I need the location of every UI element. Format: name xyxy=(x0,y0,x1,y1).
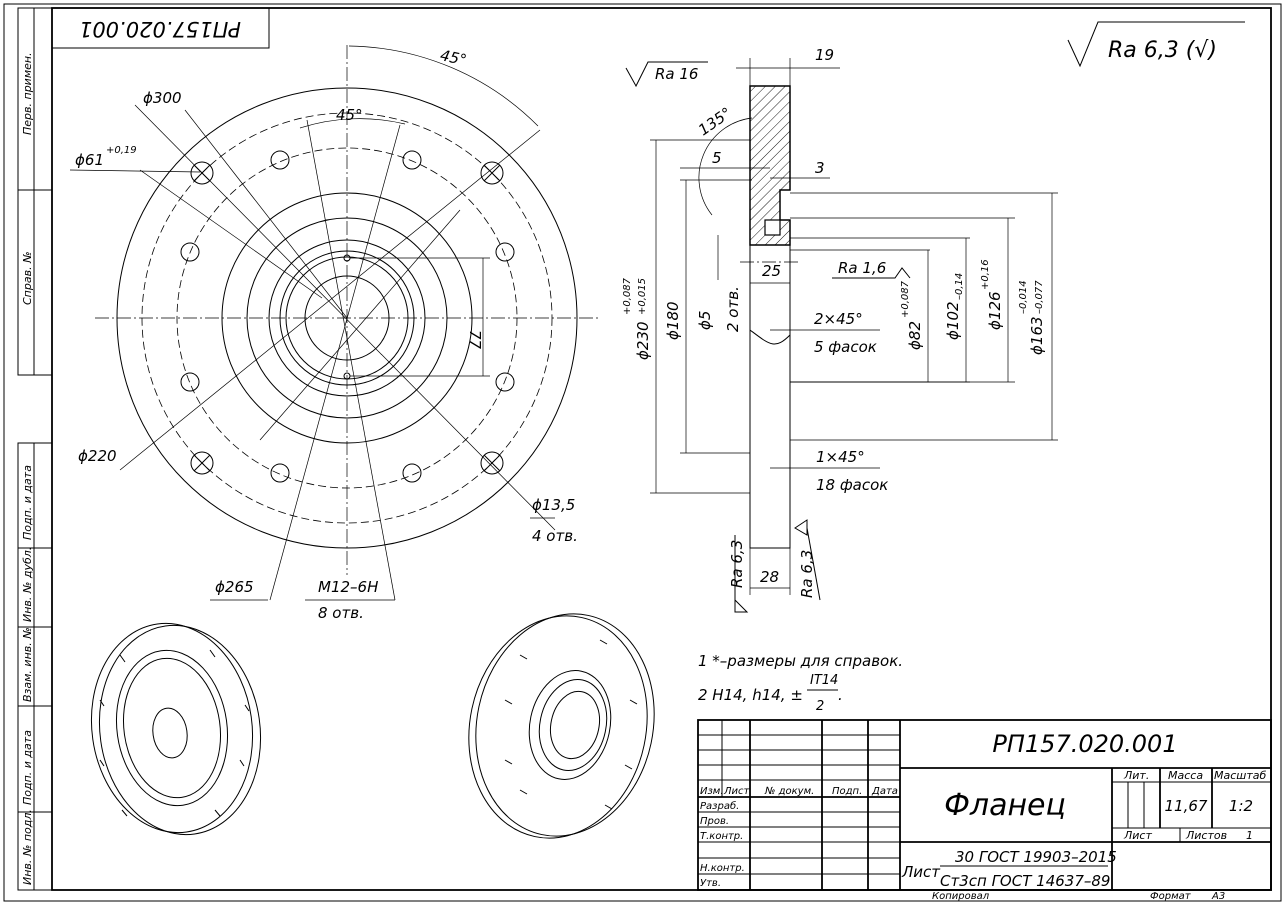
front-view xyxy=(69,45,600,601)
label-d230: ϕ230 xyxy=(634,321,652,360)
note-1: 1 *–размеры для справок. xyxy=(698,652,903,670)
label-d3: 3 xyxy=(815,159,825,177)
side-labels: Перв. примен. Справ. № Подп. и дата Инв.… xyxy=(21,52,34,885)
roughness-general-text: Ra 6,3 (√) xyxy=(1108,38,1217,63)
designation: РП157.020.001 xyxy=(992,730,1177,758)
side-label-vzam: Взам. инв. № xyxy=(21,627,34,702)
sheet-label: Лист xyxy=(1123,829,1152,842)
label-d163-tol-lo: –0,077 xyxy=(1034,280,1045,314)
front-view-labels: 45° 45° ϕ300 ϕ61 +0,19 ϕ220 ϕ265 ϕ13,5 4… xyxy=(75,46,578,622)
label-d163: ϕ163 xyxy=(1028,316,1046,355)
scale-label: Масштаб xyxy=(1214,769,1266,782)
material-top: 30 ГОСТ 19903–2015 xyxy=(955,848,1117,866)
iso-view-left xyxy=(90,622,262,836)
label-d-bolt-circle: ϕ220 xyxy=(78,447,117,465)
copied-label: Копировал xyxy=(932,891,990,902)
label-d126: ϕ126 xyxy=(986,291,1004,330)
label-w19: 19 xyxy=(815,46,834,64)
label-ch2x45: 2×45° xyxy=(814,310,863,328)
col-doc: № докум. xyxy=(764,786,814,797)
sheets-value: 1 xyxy=(1246,829,1253,842)
label-ra16: Ra 1,6 xyxy=(838,259,886,277)
notes: 1 *–размеры для справок. 2 H14, h14, ± I… xyxy=(698,652,903,714)
mass-label: Масса xyxy=(1168,769,1203,782)
label-d230-tol-lo: +0,015 xyxy=(637,278,648,315)
note-2-suffix: . xyxy=(838,686,843,704)
part-name: Фланец xyxy=(944,788,1066,823)
side-label-sprav: Справ. № xyxy=(21,251,34,305)
label-ch5: 5 фасок xyxy=(814,338,877,356)
lit-label: Лит. xyxy=(1123,769,1149,782)
iso-view-right xyxy=(468,613,655,839)
scale-value: 1:2 xyxy=(1229,797,1253,815)
row-razrab: Разраб. xyxy=(700,800,739,812)
stamp-top: РП157.020.001 xyxy=(51,7,270,49)
label-d180: ϕ180 xyxy=(664,301,682,340)
section-labels: Ra 16 19 135° 5 3 ϕ230 +0,087 +0,015 ϕ18… xyxy=(622,46,1046,598)
side-label-podp2: Подп. и дата xyxy=(21,730,34,805)
row-prov: Пров. xyxy=(700,816,729,827)
note-2-prefix: 2 H14, h14, ± xyxy=(698,686,803,704)
label-d-bore: ϕ61 xyxy=(75,151,104,169)
label-d5-hole: ϕ5 xyxy=(696,311,714,330)
format-value: А3 xyxy=(1211,891,1225,902)
title-block xyxy=(697,719,1272,891)
col-list: Лист xyxy=(723,786,751,797)
section-view xyxy=(625,58,1058,613)
label-angle135: 135° xyxy=(695,104,735,139)
col-izm: Изм. xyxy=(700,786,724,797)
label-angle-outer: 45° xyxy=(439,46,469,69)
label-d-outer: ϕ300 xyxy=(143,89,182,107)
mass-value: 11,67 xyxy=(1165,797,1208,815)
label-angle-inner: 45° xyxy=(336,106,363,124)
row-utv: Утв. xyxy=(700,878,721,889)
side-label-perv: Перв. примен. xyxy=(21,52,34,135)
note-2-den: 2 xyxy=(816,699,824,714)
side-label-dubl: Инв. № дубл. xyxy=(21,547,34,622)
format-label: Формат xyxy=(1150,891,1192,902)
stamp-top-text: РП157.020.001 xyxy=(79,17,241,41)
row-tkontr: Т.контр. xyxy=(700,831,743,842)
label-holes2: 2 отв. xyxy=(724,286,742,332)
label-d82: ϕ82 xyxy=(906,321,924,350)
label-d5: 5 xyxy=(712,149,722,167)
label-d230-tol-up: +0,087 xyxy=(622,277,633,315)
label-thread-count: 8 отв. xyxy=(318,604,364,622)
material-prefix: Лист xyxy=(901,863,941,881)
note-2-num: IT14 xyxy=(810,673,838,688)
col-date: Дата xyxy=(871,786,898,797)
sheets-label: Листов xyxy=(1185,829,1227,842)
label-d102-tol: –0,14 xyxy=(954,273,965,300)
label-d-hole-circle: ϕ265 xyxy=(215,578,254,596)
label-d163-tol-up: –0,014 xyxy=(1018,280,1029,314)
col-sign: Подп. xyxy=(832,786,862,797)
label-ra63-left: Ra 6,3 xyxy=(728,540,746,588)
label-thread: М12–6Н xyxy=(318,578,378,596)
side-label-podp1: Подп. и дата xyxy=(21,465,34,540)
label-d126-tol: +0,16 xyxy=(980,259,991,290)
roughness-general: Ra 6,3 (√) xyxy=(1067,21,1245,68)
label-holes-d: ϕ13,5 xyxy=(532,496,575,514)
label-w28: 28 xyxy=(760,568,779,586)
material-bottom: Ст3сп ГОСТ 14637–89 xyxy=(940,872,1110,890)
drawing-frame xyxy=(3,3,1282,902)
label-ch18: 18 фасок xyxy=(816,476,888,494)
row-nkontr: Н.контр. xyxy=(700,863,745,874)
title-block-text: РП157.020.001 Фланец 30 ГОСТ 19903–2015 … xyxy=(700,730,1266,902)
label-span: 77 xyxy=(466,330,484,350)
label-d-bore-tol: +0,19 xyxy=(106,145,137,156)
label-ra63-right: Ra 6,3 xyxy=(798,550,816,598)
label-ch1x45: 1×45° xyxy=(816,448,865,466)
label-w25: 25 xyxy=(762,262,781,280)
label-d82-tol: +0,087 xyxy=(900,280,911,318)
label-ra-top: Ra 16 xyxy=(655,65,698,83)
label-d102: ϕ102 xyxy=(944,301,962,340)
side-label-podl: Инв. № подл. xyxy=(21,809,34,885)
label-holes-count: 4 отв. xyxy=(532,527,578,545)
